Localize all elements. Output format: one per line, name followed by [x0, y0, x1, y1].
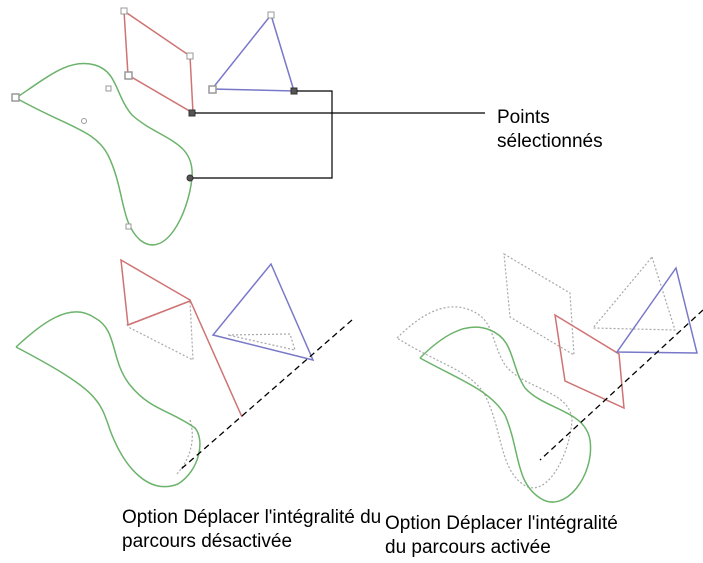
control-point: [120, 7, 128, 15]
control-point: [125, 223, 132, 230]
blue-triangle-moved-left: [211, 262, 315, 362]
caption-left-line-1: Option Déplacer l'intégralité du: [122, 507, 382, 528]
callout-leader-lines: [193, 90, 485, 179]
selected-points: [186, 87, 298, 182]
caption-right-line-1: Option Déplacer l'intégralité: [385, 513, 618, 534]
control-point: [267, 11, 275, 19]
red-path-moved-left: [120, 258, 243, 418]
green-path-open: [16, 98, 190, 240]
caption-option-enabled: Option Déplacer l'intégralité du parcour…: [385, 512, 618, 560]
ghost-blue-triangle: [591, 255, 676, 331]
control-point: [11, 93, 20, 102]
green-path-moved-left: [15, 311, 201, 488]
selected-point-green: [186, 174, 194, 182]
control-point: [186, 52, 194, 60]
move-direction-line-left: [179, 319, 353, 471]
caption-left-line-2: parcours désactivée: [122, 531, 293, 552]
blue-triangle-moved-right: [615, 266, 698, 354]
control-point: [105, 85, 112, 92]
enabled-option-group: [396, 252, 703, 503]
red-quad-moved-right: [554, 313, 625, 410]
callout-line-2: sélectionnés: [497, 131, 603, 152]
ghost-blue-triangle: [227, 333, 296, 351]
ghost-green-path: [396, 306, 573, 489]
control-points: [11, 7, 275, 230]
caption-option-disabled: Option Déplacer l'intégralité du parcour…: [122, 506, 381, 554]
original-paths-group: [11, 7, 485, 246]
control-point: [81, 118, 87, 124]
caption-right-line-2: du parcours activée: [385, 537, 551, 558]
disabled-option-group: [15, 258, 353, 488]
callout-line-1: Points: [497, 107, 550, 128]
blue-triangle-original: [210, 13, 296, 92]
red-quad-original: [123, 9, 194, 115]
move-direction-line-right: [539, 309, 703, 461]
selected-point-blue: [290, 87, 298, 95]
red-path-moved-left-2: [127, 300, 191, 326]
ghost-red-quad: [125, 300, 194, 362]
green-path-original: [14, 62, 193, 246]
selected-point-red: [188, 109, 196, 117]
green-path-moved-right: [419, 326, 592, 503]
ghost-red-quad: [503, 252, 575, 357]
control-point: [124, 71, 133, 80]
control-point: [208, 85, 217, 94]
selected-points-callout: Points sélectionnés: [497, 106, 603, 154]
